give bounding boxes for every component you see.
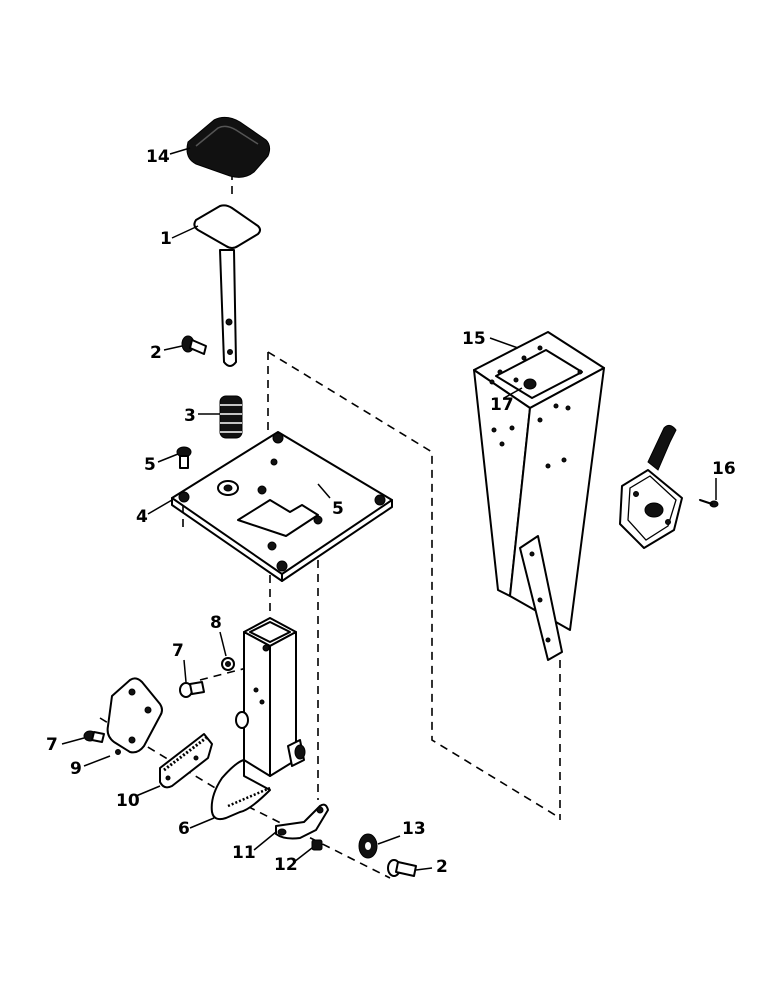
callout-2-upper: 2 <box>150 343 162 363</box>
part-11-latch <box>275 803 329 840</box>
part-4-base-plate <box>171 431 393 582</box>
part-3-spring <box>219 395 243 439</box>
part-10-toothed-segment <box>159 733 213 789</box>
callout-2-lower: 2 <box>436 857 448 877</box>
callout-11: 11 <box>232 843 256 863</box>
callout-1: 1 <box>160 229 172 249</box>
part-15-pedestal-column <box>473 331 605 661</box>
part-8-washer <box>221 657 235 671</box>
callout-labels: 14 1 2 3 5 4 5 15 17 16 7 8 7 9 10 6 11 … <box>46 147 736 877</box>
leader-lines <box>61 147 717 871</box>
callout-7-upper: 7 <box>172 641 184 661</box>
callout-17: 17 <box>490 395 514 415</box>
callout-9: 9 <box>70 759 82 779</box>
part-14-pedal-pad <box>186 116 271 178</box>
part-7-screw-upper <box>179 681 205 698</box>
callout-13: 13 <box>402 819 426 839</box>
part-7-screw-lower <box>83 730 105 743</box>
callout-3: 3 <box>184 406 196 426</box>
callout-15: 15 <box>462 329 486 349</box>
callout-10: 10 <box>116 791 140 811</box>
part-9-side-plate <box>106 677 163 755</box>
callout-5-left: 5 <box>144 455 156 475</box>
callout-8: 8 <box>210 613 222 633</box>
part-1-pedal <box>193 204 261 367</box>
part-5-screw-left <box>176 446 192 469</box>
callout-6: 6 <box>178 819 190 839</box>
callout-4: 4 <box>136 507 148 527</box>
callout-12: 12 <box>274 855 298 875</box>
callout-14: 14 <box>146 147 170 167</box>
part-13-washer <box>358 833 378 859</box>
part-12-nut <box>311 839 323 851</box>
callout-5-right: 5 <box>332 499 344 519</box>
part-2-screw-upper <box>181 335 207 355</box>
part-2-screw-lower <box>387 859 417 877</box>
callout-16: 16 <box>712 459 736 479</box>
callout-7-lower: 7 <box>46 735 58 755</box>
part-16-switch-assembly <box>619 424 719 549</box>
part-6-bracket <box>210 617 306 821</box>
